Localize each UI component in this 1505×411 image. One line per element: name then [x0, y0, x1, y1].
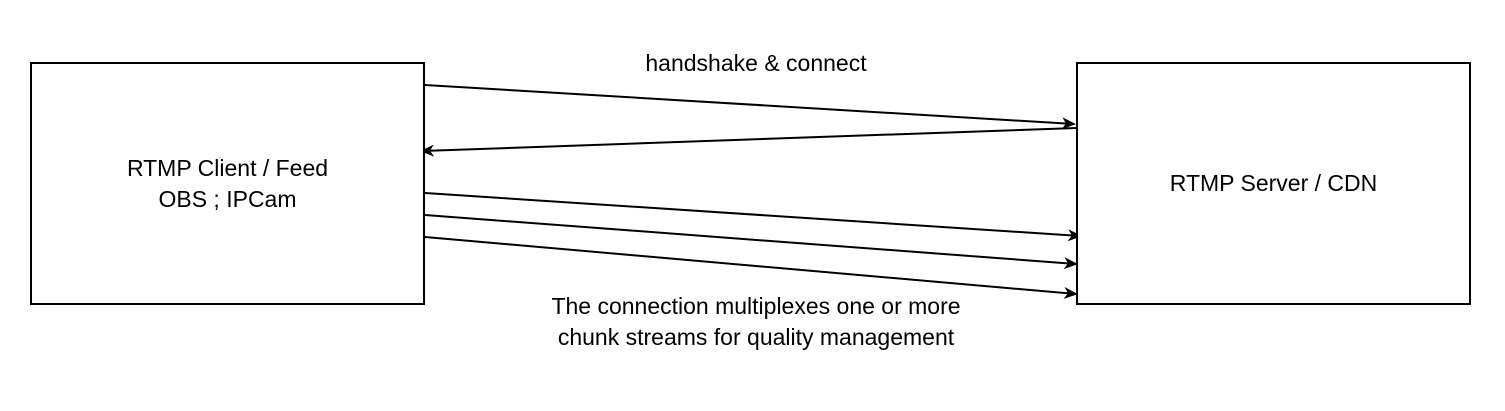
arrow-chunk-stream-1[interactable]	[424, 192, 1082, 242]
arrow-chunk-stream-3[interactable]	[424, 236, 1078, 299]
multiplex-edge-label: The connection multiplexes one or more c…	[551, 293, 961, 350]
arrow-handshake-to-server[interactable]	[424, 84, 1076, 130]
handshake-edge-label: handshake & connect	[645, 50, 867, 76]
rtmp-server-node[interactable]: RTMP Server / CDN	[1076, 62, 1471, 305]
rtmp-client-node[interactable]: RTMP Client / Feed OBS ; IPCam	[30, 62, 425, 305]
arrow-chunk-stream-2[interactable]	[424, 214, 1078, 270]
client-title: RTMP Client / Feed	[126, 154, 329, 181]
arrow-response-to-client[interactable]	[420, 127, 1077, 157]
client-subtitle: OBS ; IPCam	[158, 185, 297, 212]
server-title: RTMP Server / CDN	[1169, 170, 1378, 196]
